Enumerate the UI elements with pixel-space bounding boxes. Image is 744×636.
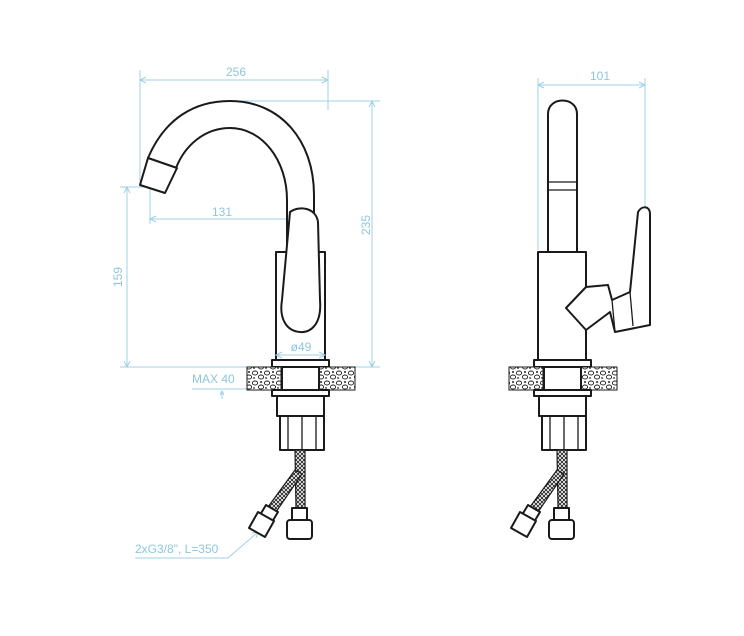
mounting-shank-side <box>543 366 582 391</box>
base-diameter-label: ø49 <box>291 340 312 354</box>
countertop-left <box>246 366 282 391</box>
dimension-max-counter: MAX 40 <box>192 372 250 399</box>
spout <box>147 100 315 256</box>
dimension-base-diameter: ø49 <box>274 340 327 359</box>
width-label: 256 <box>226 65 246 79</box>
hose-nut-side <box>548 519 575 540</box>
hose-fitting <box>291 507 308 521</box>
base-plate <box>271 359 330 368</box>
lock-nut-side <box>538 395 587 417</box>
countertop-right <box>318 366 356 391</box>
dimension-height: 235 <box>230 99 380 369</box>
depth-label: 101 <box>590 69 610 83</box>
hose-label: 2xG3/8", L=350 <box>135 542 219 556</box>
spout-tip <box>139 157 178 194</box>
front-view: 256 235 159 131 MAX 40 <box>111 65 380 559</box>
mounting-shank <box>281 366 320 391</box>
hose-fitting-side <box>553 507 570 521</box>
countertop-side-left <box>508 366 544 391</box>
height-label: 235 <box>359 215 373 235</box>
dimension-spout-reach: 131 <box>148 187 302 224</box>
hose-nut-angled-side <box>510 511 537 538</box>
lever-side <box>565 206 651 333</box>
side-view: 101 <box>508 69 651 540</box>
max-counter-label: MAX 40 <box>192 372 235 386</box>
spout-reach-label: 131 <box>212 205 232 219</box>
base-plate-side <box>533 359 592 368</box>
dimension-width: 256 <box>138 65 330 186</box>
hose-nut-angled <box>248 511 275 538</box>
lock-nut <box>276 395 325 417</box>
spout-side <box>547 99 578 253</box>
spout-height-label: 159 <box>111 267 125 287</box>
hose-leader: 2xG3/8", L=350 <box>135 531 259 559</box>
dimension-depth: 101 <box>536 69 647 250</box>
countertop-side-right <box>580 366 618 391</box>
handle <box>280 207 322 334</box>
dimension-spout-height: 159 <box>111 185 250 369</box>
hose-nut <box>286 519 313 540</box>
